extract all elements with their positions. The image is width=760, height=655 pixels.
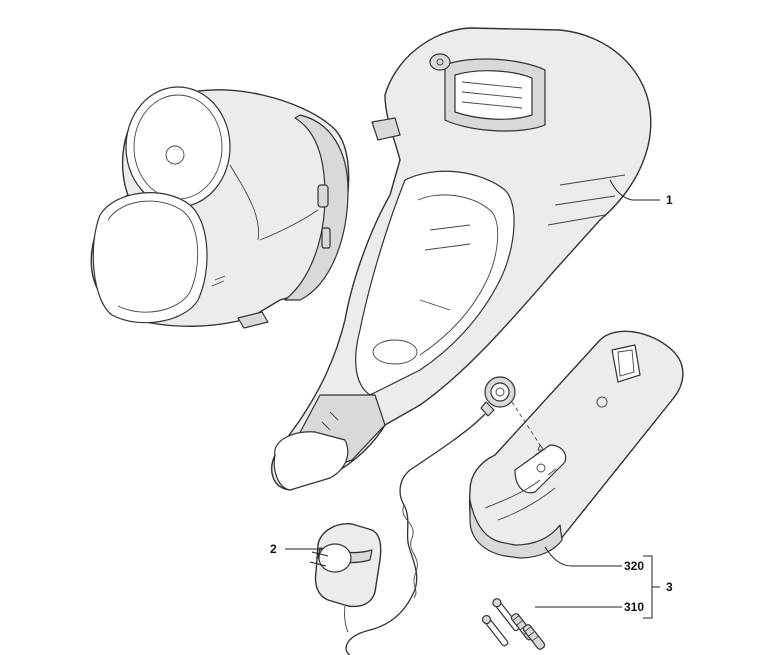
callout-320: 320 — [624, 559, 644, 573]
dc-connector — [480, 376, 545, 451]
callout-3: 3 — [666, 580, 673, 594]
screws-and-wall-plugs — [481, 598, 546, 650]
main-unit-body — [271, 27, 652, 491]
power-cord — [345, 413, 486, 655]
charging-base — [468, 330, 684, 559]
callout-leaders — [285, 179, 660, 619]
dust-bowl-assembly — [90, 86, 350, 329]
callout-310: 310 — [624, 600, 644, 614]
callout-1: 1 — [666, 193, 673, 207]
callout-2: 2 — [270, 542, 277, 556]
charger-adapter — [309, 523, 382, 633]
